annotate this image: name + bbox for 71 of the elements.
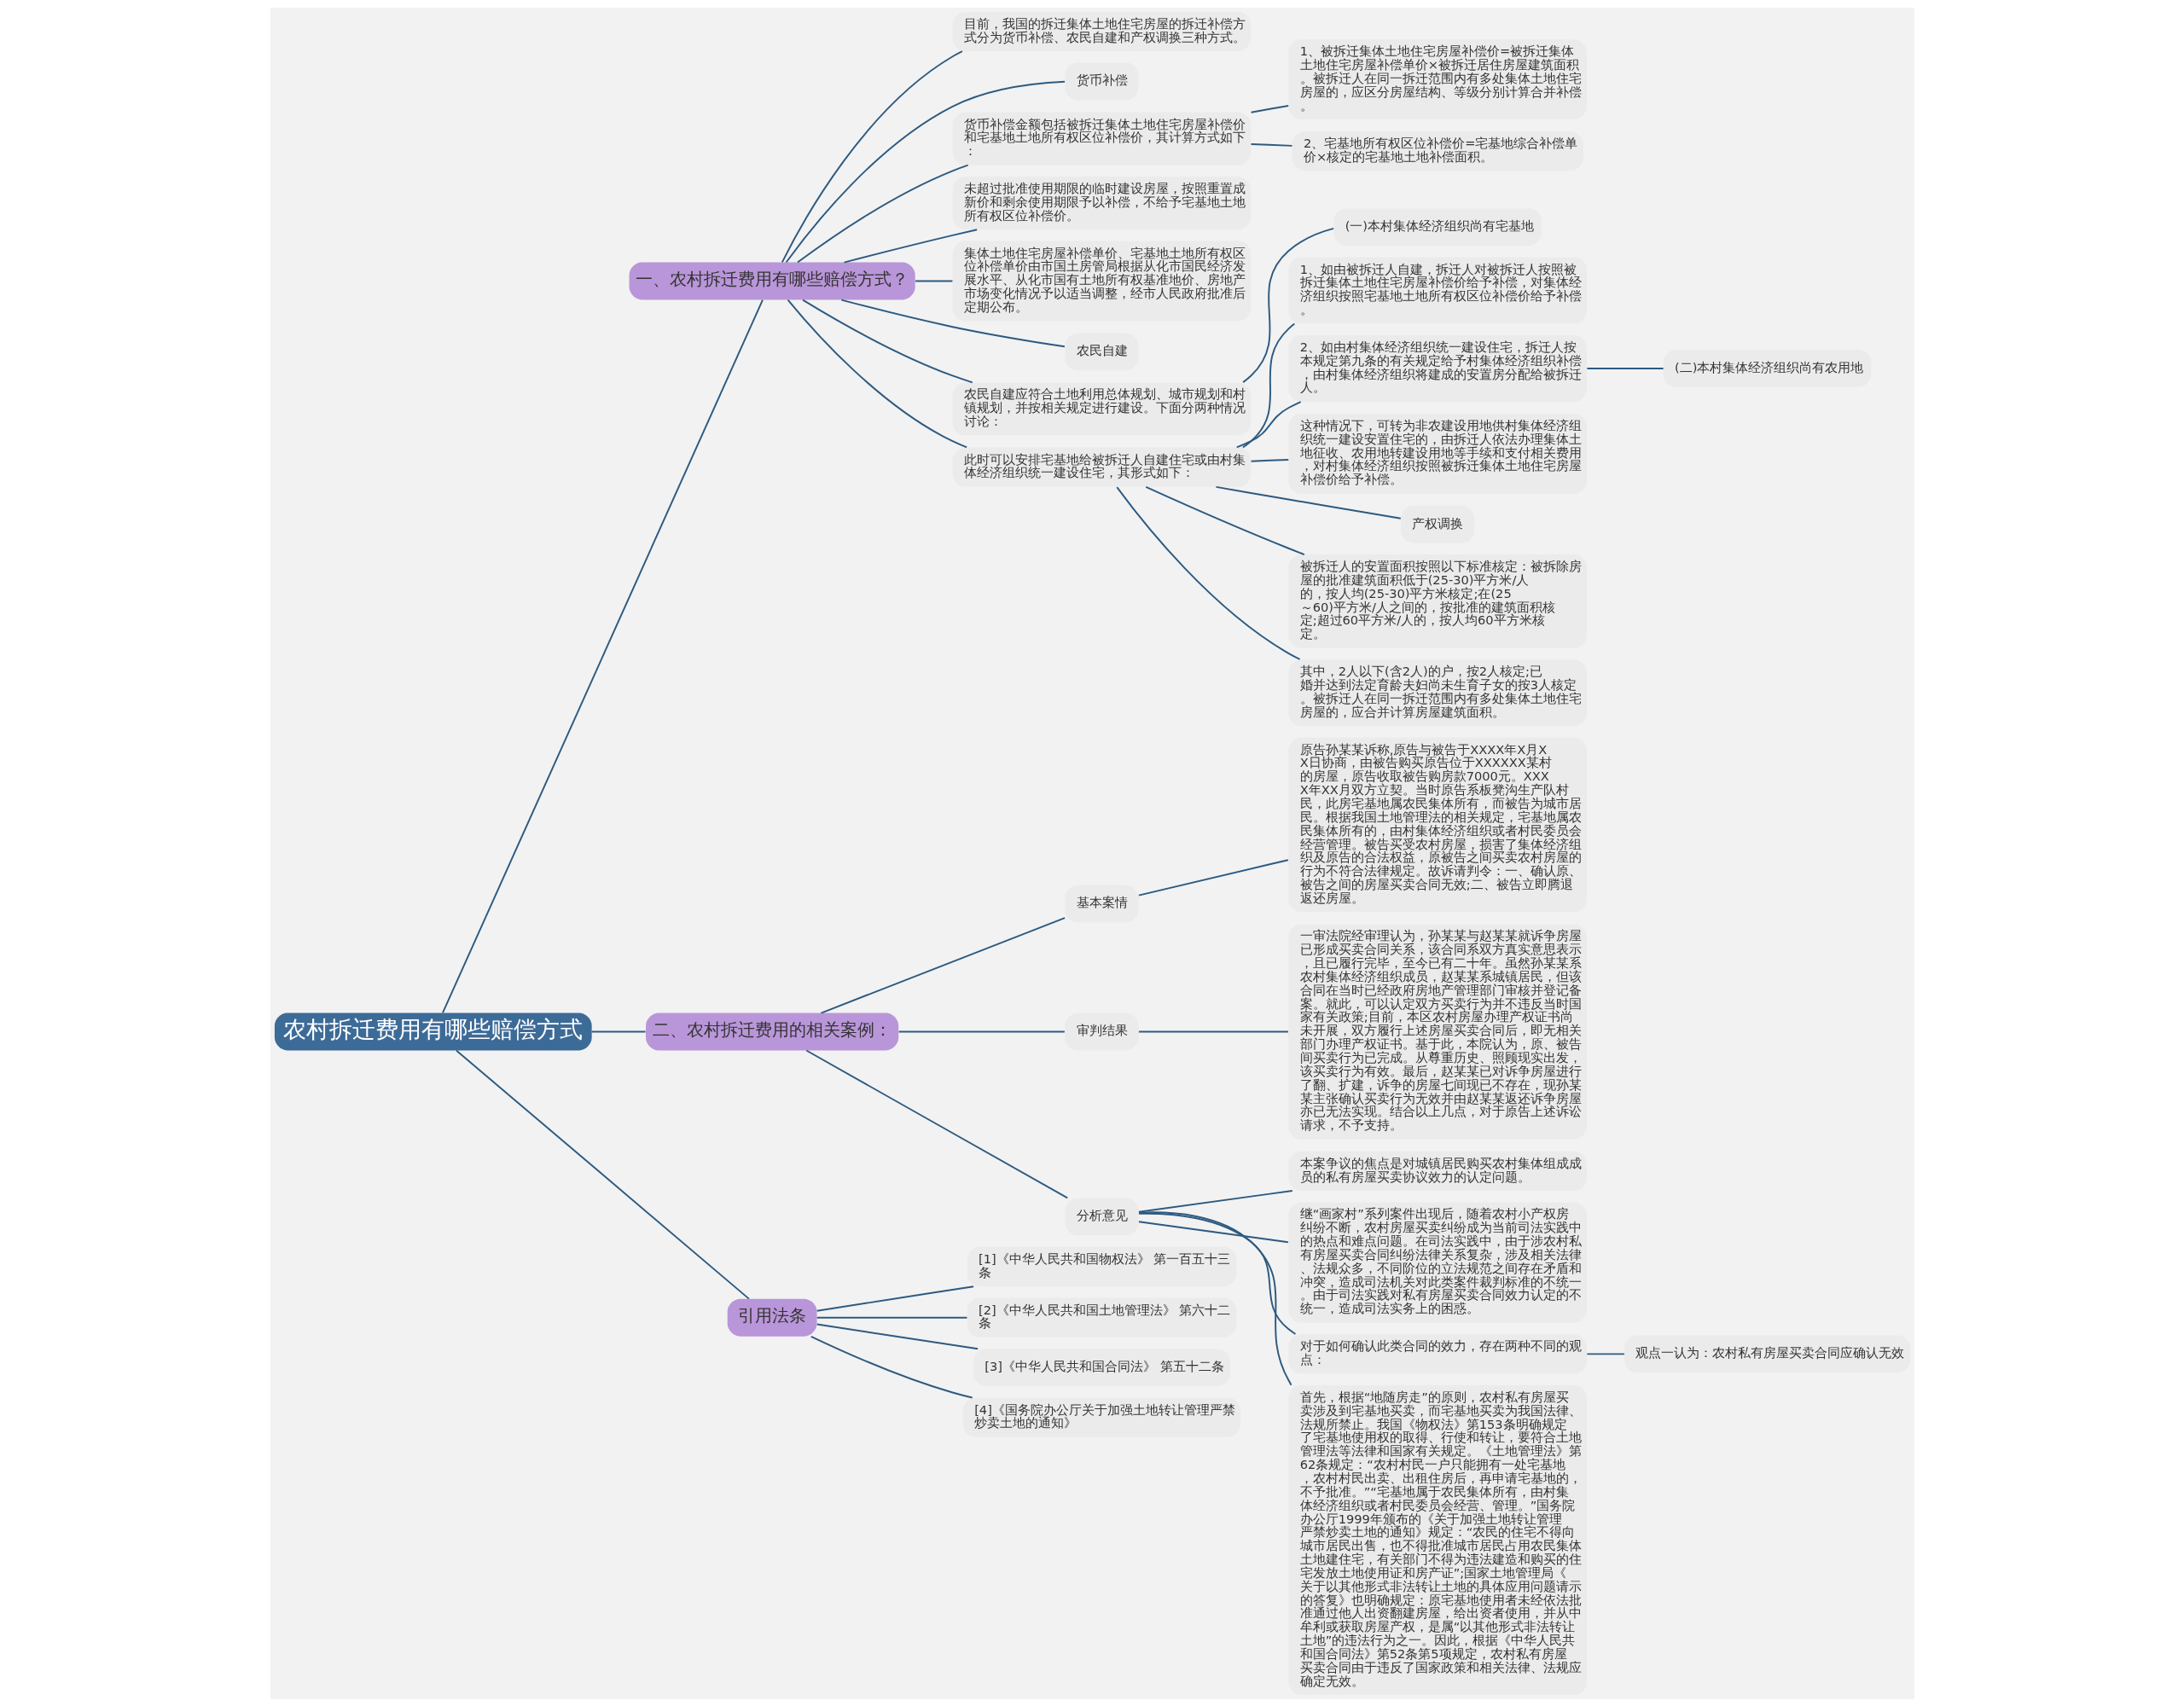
- node-box: [3]《中华人民共和国合同法》 第五十二条: [973, 1348, 1230, 1386]
- node-box: [4]《国务院办公厅关于加强土地转让管理严禁炒卖土地的通知》: [962, 1397, 1240, 1437]
- connector: [1235, 400, 1302, 448]
- connector: [1215, 485, 1402, 519]
- connector: [816, 1285, 974, 1312]
- node-box: 对于如何确认此类合同的效力，存在两种不同的观点：: [1287, 1333, 1587, 1373]
- node-box: 被拆迁人的安置面积按照以下标准核定：被拆除房屋的批准建筑面积低于(25-30)平方米/人的，按人均(25-30)平方米核定;在(25～60)平方米/人之间的，按批准的建筑面积核定;超过60平方米/人的，按人均60平方米核定。: [1287, 554, 1587, 648]
- connector: [455, 1049, 750, 1300]
- node-box: 这种情况下，可转为非农建设用地供村集体经济组织统一建设安置住宅的，由拆迁人依法办理集体土地征收、农用地转建设用地等手续和支付相关费用，对村集体经济组织按照被拆迁集体土地住宅房屋补偿价给予补偿。: [1287, 413, 1587, 494]
- connector: [1137, 1189, 1293, 1213]
- node-box: 货币补偿: [1064, 62, 1139, 100]
- node-box: 未超过批准使用期限的临时建设房屋，按照重置成新价和剩余使用期限予以补偿，不给予宅基地土地所有权区位补偿价。: [952, 176, 1251, 229]
- node-box: 二、农村拆迁费用的相关案例：: [645, 1013, 898, 1050]
- node-box: 本案争议的焦点是对城镇居民购买农村集体组成成员的私有房屋买卖协议效力的认定问题。: [1287, 1151, 1587, 1191]
- node-box: 分析意见: [1064, 1198, 1139, 1235]
- node-box: [2]《中华人民共和国土地管理法》 第六十二条: [967, 1297, 1236, 1338]
- node-box: 农村拆迁费用有哪些赔偿方式: [274, 1013, 592, 1050]
- connector: [810, 1335, 973, 1398]
- connector: [1137, 1030, 1289, 1032]
- node-box: 农民自建: [1064, 333, 1139, 370]
- connector: [781, 49, 963, 263]
- node-box: 审判结果: [1064, 1013, 1139, 1050]
- connector: [1250, 458, 1289, 462]
- connector: [1585, 1352, 1625, 1355]
- connector: [1241, 227, 1334, 383]
- connector: [1115, 485, 1301, 660]
- connector: [785, 80, 1066, 263]
- node-box: 产权调换: [1400, 505, 1474, 543]
- connector: [839, 299, 1066, 347]
- connector: [816, 1316, 967, 1319]
- connector: [787, 299, 967, 448]
- node-box: 货币补偿金额包括被拆迁集体土地住宅房屋补偿价和宅基地土地所有权区位补偿价，其计算方式如下：: [952, 112, 1251, 165]
- node-box: 此时可以安排宅基地给被拆迁人自建住宅或由村集体经济组织统一建设住宅，其形式如下：: [952, 447, 1251, 487]
- node-box: 集体土地住宅房屋补偿单价、宅基地土地所有权区位补偿单价由市国土房管局根据从化市国民经济发展水平、从化市国有土地所有权基准地价、房地产市场变化情况予以适当调整，经市人民政府批准后定期公布。: [952, 241, 1251, 321]
- node-box: 2、如由村集体经济组织统一建设住宅，拆迁人按本规定第九条的有关规定给予村集体经济组织补偿，由村集体经济组织将建成的安置房分配给被拆迁人。: [1287, 334, 1587, 402]
- connector: [897, 1030, 1066, 1032]
- connector: [590, 1030, 647, 1032]
- connector: [816, 1323, 979, 1349]
- node-box: 1、如由被拆迁人自建，拆迁人对被拆迁人按照被拆迁集体土地住宅房屋补偿价给予补偿，对集体经济组织按照宅基地土地所有权区位补偿价给予补偿。: [1287, 257, 1587, 323]
- connector: [1585, 367, 1664, 369]
- node-box: 引用法条: [727, 1298, 816, 1337]
- connector: [801, 299, 973, 383]
- node-box: 首先，根据“地随房走”的原则，农村私有房屋买卖涉及到宅基地买卖，而宅基地买卖为我国法律、法规所禁止。我国《物权法》第153条明确规定了宅基地使用权的取得、行使和转让，要符合土地管理法等法律和国家有关规定。《土地管理法》第62条规定：“农村村民一户只能拥有一处宅基地，农村村民出卖、出租住房后，再申请宅基地的，不予批准。”“宅基地属于农民集体所有，由村集体经济组织或者村民委员会经营、管理。”国务院办公厅1999年颁布的《关于加强土地转让管理严禁炒卖土地的通知》规定：“农民的住宅不得向城市居民出售，也不得批准城市居民占用农民集体土地建住宅，有关部门不得为违法建造和购买的住宅发放土地使用证和房产证”;国家土地管理局《关于以其他形式非法转让土地的具体应用问题请示的答复》也明确规定：原宅基地使用者未经依法批准通过他人出资翻建房屋，给出资者使用，并从中牟利或获取房屋产权，是属“以其他形式非法转让土地”的违法行为之一。因此，根据《中华人民共和国合同法》第52条第5项规定，农村私有房屋买卖合同由于违反了国家政策和相关法律、法规应确定无效。: [1287, 1384, 1587, 1695]
- node-box: 2、宅基地所有权区位补偿价=宅基地综合补偿单价×核定的宅基地土地补偿面积。: [1292, 131, 1583, 171]
- connector: [914, 280, 953, 282]
- node-box: 原告孙某某诉称,原告与被告于XXXX年X月XX日协商，由被告购买原告位于XXXXXX某村的房屋，原告收取被告购房款7000元。XXXX年XX月双方立契。当时原告系板凳沟生产队村民，此房宅基地属农民集体所有，而被告为城市居民。根据我国土地管理法的相关规定，宅基地属农民集体所有的，由村集体经济组织或者村民委员会经营管理。被告买受农村房屋，损害了集体经济组织及原告的合法权益，原被告之间买卖农村房屋的行为不符合法律规定。故诉请判令：一、确认原、被告之间的房屋买卖合同无效;二、被告立即腾退返还房屋。: [1287, 737, 1587, 912]
- node-box: 1、被拆迁集体土地住宅房屋补偿价=被拆迁集体土地住宅房屋补偿单价×被拆迁居住房屋建筑面积。被拆迁人在同一拆迁范围内有多处集体土地住宅房屋的，应区分房屋结构、等级分别计算合并补偿。: [1287, 38, 1587, 119]
- node-box: 目前，我国的拆迁集体土地住宅房屋的拆迁补偿方式分为货币补偿、农民自建和产权调换三种方式。: [952, 11, 1251, 51]
- node-box: 观点一认为：农村私有房屋买卖合同应确认无效: [1623, 1334, 1910, 1372]
- connector: [441, 299, 764, 1013]
- connector: [1137, 858, 1289, 897]
- node-box: 基本案情: [1064, 885, 1139, 923]
- node-box: 一、农村拆迁费用有哪些赔偿方式？: [629, 262, 915, 299]
- connector: [804, 1049, 1068, 1198]
- node-box: [1]《中华人民共和国物权法》 第一百五十三条: [967, 1246, 1236, 1286]
- connector: [1241, 322, 1295, 448]
- connector: [1144, 485, 1305, 555]
- connector: [1137, 1210, 1292, 1386]
- connector: [820, 916, 1066, 1014]
- node-box: (一)本村集体经济组织尚有宅基地: [1333, 207, 1542, 246]
- node-box: 一审法院经审理认为，孙某某与赵某某就诉争房屋已形成买卖合同关系，该合同系双方真实意思表示，且已履行完毕，至今已有二十年。虽然孙某某系农村集体经济组织成员，赵某某系城镇居民，但该合同在当时已经政府房地产管理部门审核并登记备案。就此，可以认定双方买卖行为并不违反当时国家有关政策;目前，本区农村房屋办理产权证书尚未开展，双方履行上述房屋买卖合同后，即无相关部门办理产权证书。基于此，本院认为，原、被告间买卖行为已完成。从尊重历史、照顾现实出发，该买卖行为有效。最后，赵某某已对诉争房屋进行了翻、扩建，诉争的房屋七间现已不存在，现孙某某主张确认买卖行为无效并由赵某某返还诉争房屋亦已无法实现。结合以上几点，对于原告上述诉讼请求，不予支持。: [1287, 923, 1587, 1140]
- connector: [1137, 1212, 1296, 1335]
- node-box: (二)本村集体经济组织尚有农用地: [1663, 349, 1871, 387]
- connector: [1250, 142, 1292, 147]
- node-box: 其中，2人以下(含2人)的户，按2人核定;已婚并达到法定育龄夫妇尚未生育子女的按3人核定。被拆迁人在同一拆迁范围内有多处集体土地住宅房屋的，应合并计算房屋建筑面积。: [1287, 659, 1587, 726]
- connector: [1250, 104, 1289, 113]
- node-box: 农民自建应符合土地利用总体规划、城市规划和村镇规划，并按相关规定进行建设。下面分两种情况讨论：: [952, 381, 1251, 436]
- connector: [796, 164, 969, 264]
- connector: [843, 228, 978, 264]
- connector: [1137, 1220, 1289, 1243]
- node-box: 继“画家村”系列案件出现后，随着农村小产权房纠纷不断，农村房屋买卖纠纷成为当前司法实践中的热点和难点问题。在司法实践中，由于涉农村私有房屋买卖合同纠纷法律关系复杂，涉及相关法律、法规众多，不同阶位的立法规范之间存在矛盾和冲突，造成司法机关对此类案件裁判标准的不统一。由于司法实践对私有房屋买卖合同效力认定的不统一，造成司法实务上的困惑。: [1287, 1201, 1587, 1323]
